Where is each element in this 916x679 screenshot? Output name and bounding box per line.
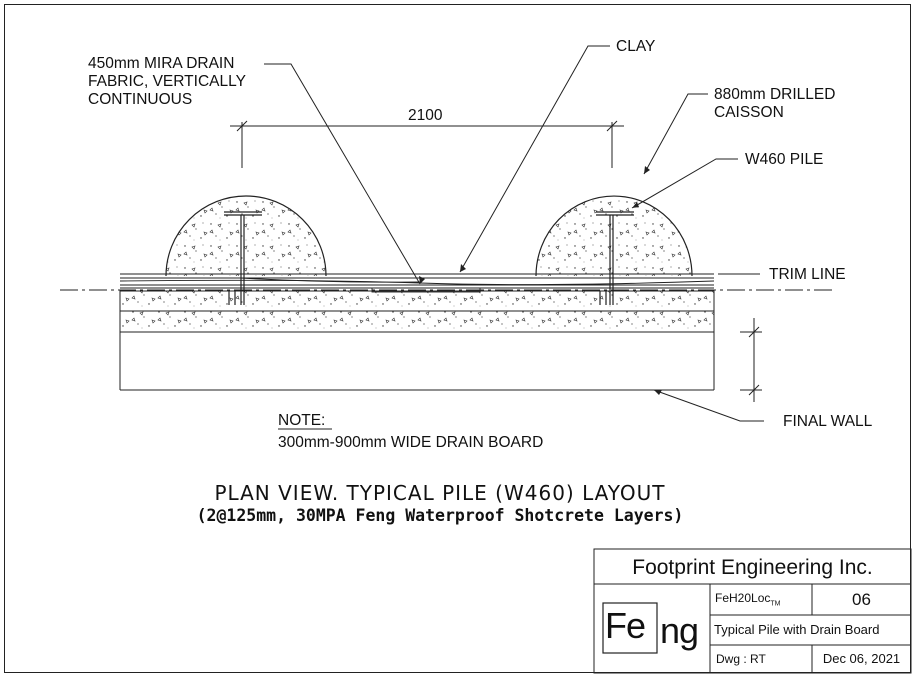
drain-board-layers bbox=[119, 273, 715, 293]
drawing-title: PLAN VIEW. TYPICAL PILE (W460) LAYOUT bbox=[214, 481, 666, 505]
dimension-2100 bbox=[230, 120, 624, 168]
caisson-line-2: CAISSON bbox=[714, 104, 784, 121]
leader-lines bbox=[264, 45, 764, 422]
logo-ng: ng bbox=[660, 610, 699, 651]
mira-drain-label: 450mm MIRA DRAIN FABRIC, VERTICALLY CONT… bbox=[88, 55, 246, 109]
dimension-vertical bbox=[740, 318, 762, 402]
dimension-label: 2100 bbox=[408, 107, 443, 124]
caisson-line-1: 880mm DRILLED bbox=[714, 86, 836, 103]
mira-drain-line-2: FABRIC, VERTICALLY bbox=[88, 73, 246, 90]
product-name-text: FeH20Loc bbox=[715, 591, 771, 605]
shotcrete-layers bbox=[119, 290, 715, 333]
note-text: 300mm-900mm WIDE DRAIN BOARD bbox=[278, 434, 544, 451]
trim-line-label: TRIM LINE bbox=[769, 266, 846, 283]
pile-label: W460 PILE bbox=[745, 151, 824, 168]
drawing-date: Dec 06, 2021 bbox=[822, 651, 901, 666]
drawn-by: Dwg : RT bbox=[716, 652, 766, 666]
mira-drain-line-3: CONTINUOUS bbox=[88, 91, 193, 108]
caisson-label: 880mm DRILLED CAISSON bbox=[714, 86, 835, 122]
logo-fe: Fe bbox=[605, 605, 646, 646]
caisson-left bbox=[165, 195, 327, 277]
sheet-description: Typical Pile with Drain Board bbox=[714, 622, 880, 637]
pile-left bbox=[224, 211, 262, 305]
mira-drain-line-1: 450mm MIRA DRAIN bbox=[88, 55, 235, 72]
note-heading: NOTE: bbox=[278, 412, 326, 429]
final-wall-label: FINAL WALL bbox=[783, 413, 873, 430]
title-block bbox=[593, 548, 912, 674]
sheet-number: 06 bbox=[852, 590, 871, 609]
leader-arrowheads bbox=[419, 166, 662, 395]
company-name: Footprint Engineering Inc. bbox=[632, 556, 873, 579]
final-wall bbox=[119, 332, 715, 391]
drawing-frame bbox=[4, 4, 911, 673]
pile-right bbox=[596, 211, 634, 305]
trademark-mark: TM bbox=[770, 600, 781, 608]
clay-label: CLAY bbox=[616, 38, 656, 55]
caisson-right bbox=[535, 195, 693, 277]
product-name: FeH20LocTM bbox=[715, 591, 780, 607]
drawing-subtitle: (2@125mm, 30MPA Feng Waterproof Shotcret… bbox=[196, 506, 684, 525]
